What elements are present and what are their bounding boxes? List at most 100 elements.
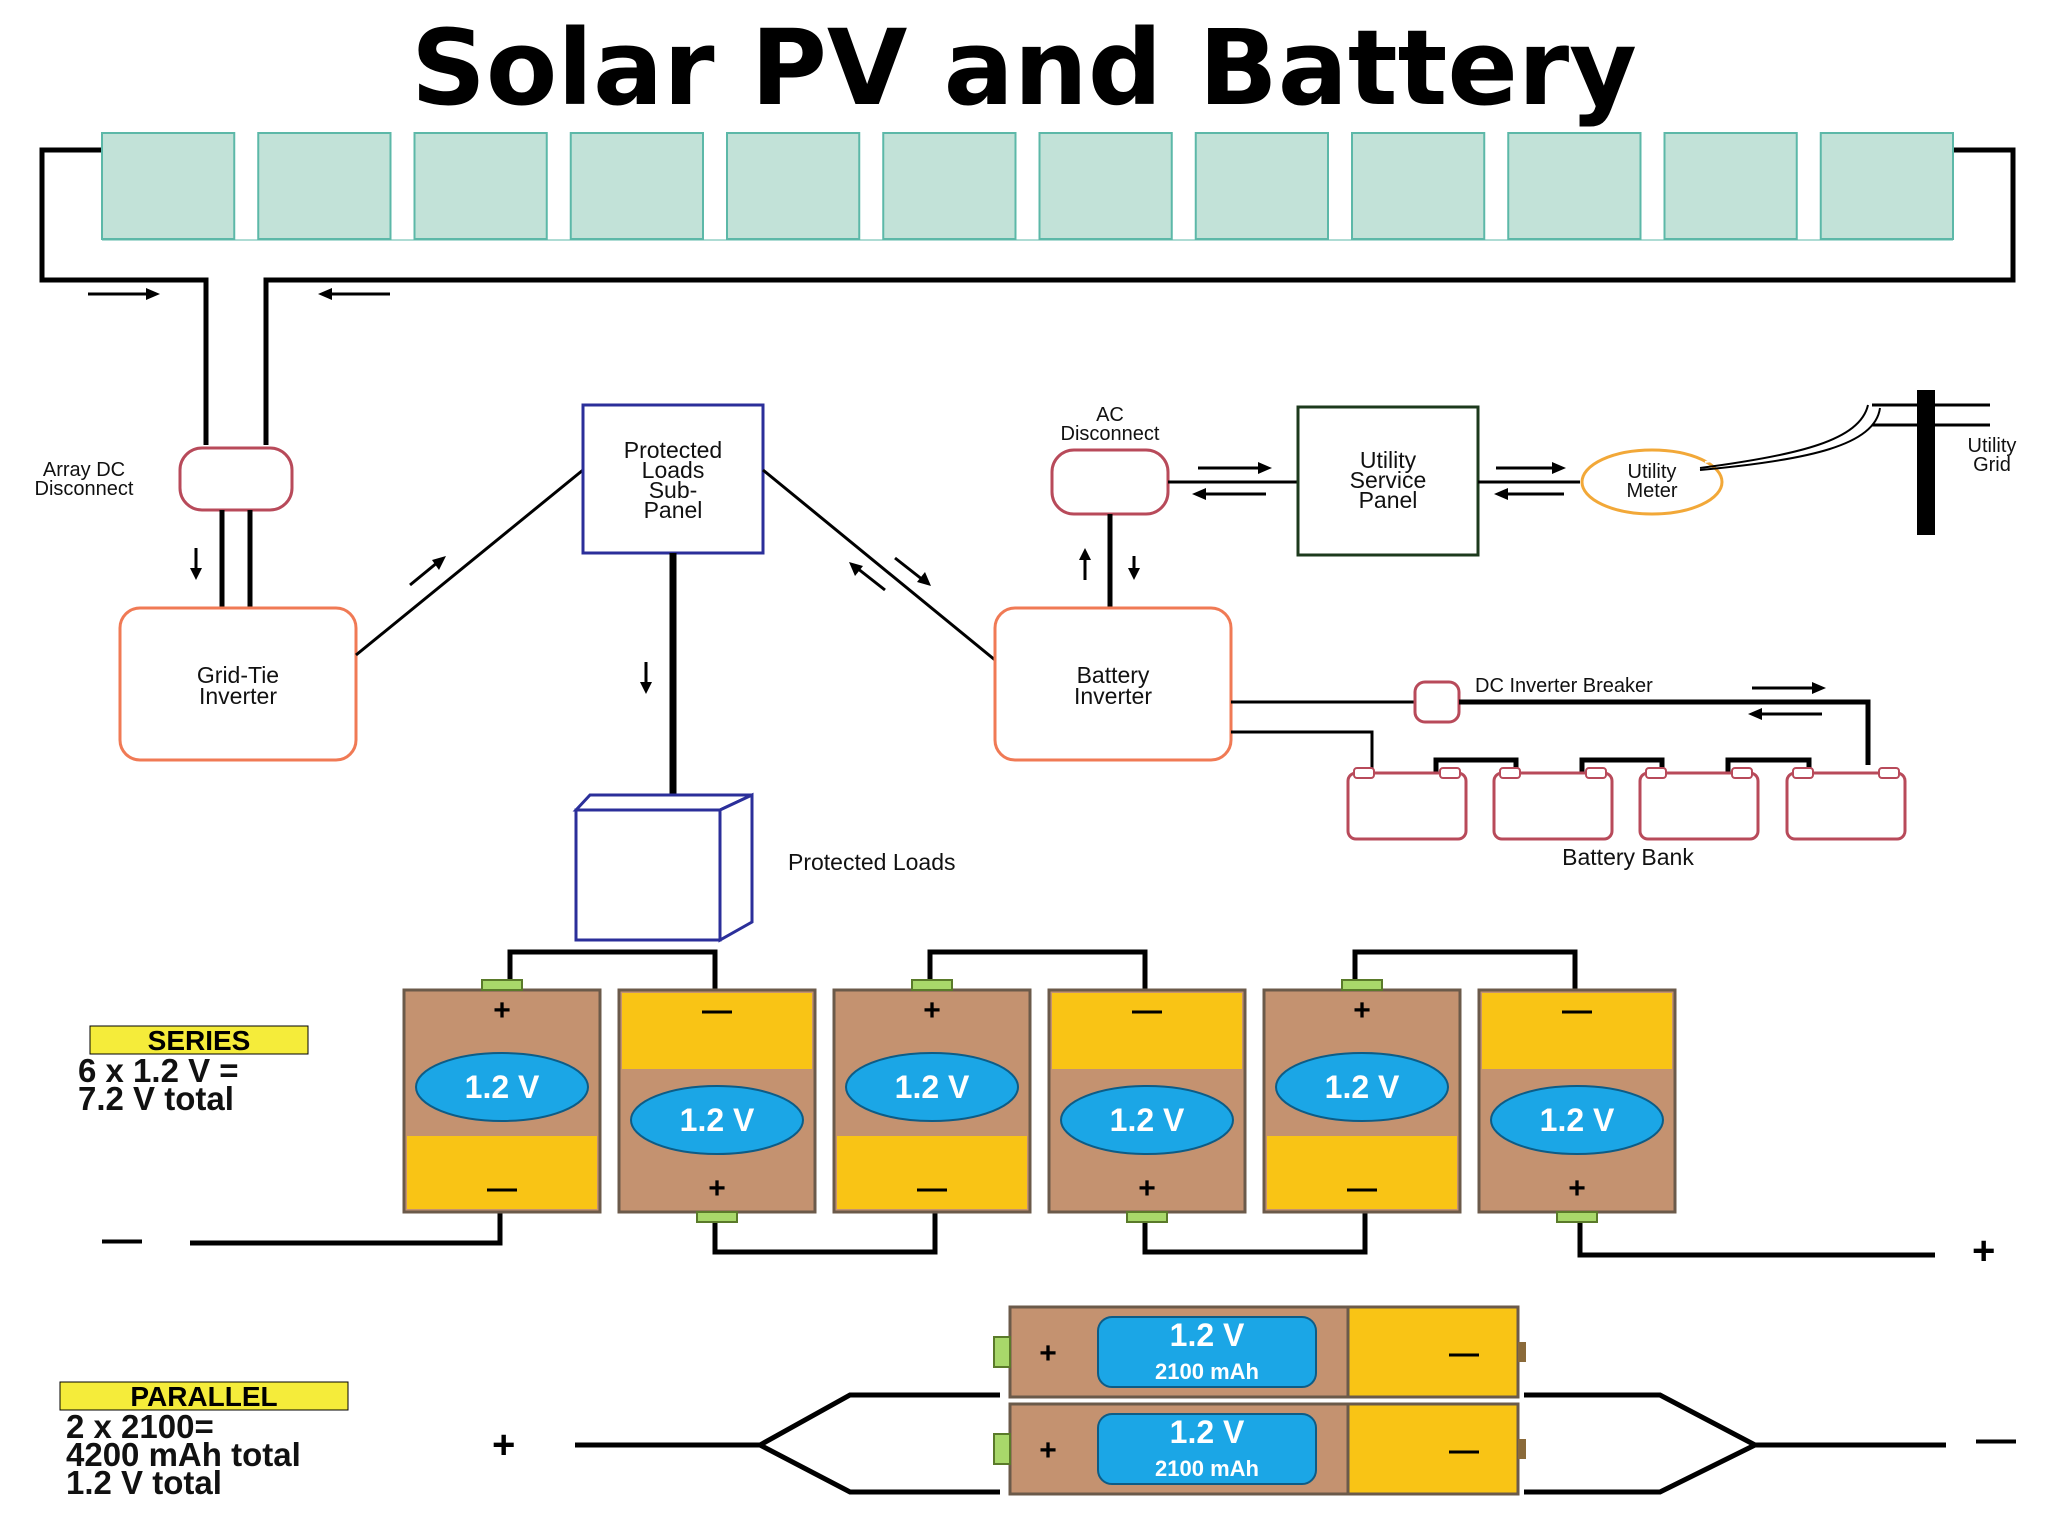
series-cells: +—1.2 V—+1.2 V+—1.2 V—+1.2 V+—1.2 V—+1.2… xyxy=(402,979,1677,1223)
series-tag: SERIES xyxy=(148,1025,251,1056)
protected-loads-sub-panel xyxy=(581,403,765,555)
series-cell: + — 1.2 V xyxy=(402,979,602,1214)
battery-bank-cell xyxy=(1492,767,1614,841)
series-wire xyxy=(712,1212,938,1255)
cell-voltage: 1.2 V xyxy=(1325,1069,1400,1105)
series-cell: + — 1.2 V xyxy=(832,979,1032,1214)
solar-array xyxy=(39,132,2016,445)
series-cell: —+1.2 V xyxy=(617,988,817,1223)
series-wire xyxy=(1142,1212,1368,1255)
svg-text:+: + xyxy=(493,994,511,1027)
battery-inverter-label: Battery xyxy=(1077,662,1150,688)
cell-voltage: 1.2 V xyxy=(1110,1102,1185,1138)
sub-panel-label: Panel xyxy=(644,497,703,523)
parallel-positive-end: + xyxy=(492,1423,515,1467)
utility-service-panel-label: Panel xyxy=(1359,487,1418,513)
solar-panel xyxy=(882,132,1017,240)
utility-service-panel-label: Utility xyxy=(1360,447,1417,473)
series-wire xyxy=(190,1212,503,1246)
solar-panel xyxy=(569,132,704,240)
flow-arrow xyxy=(1079,548,1140,580)
sub-panel-label: Sub- xyxy=(649,477,698,503)
array-dc-disconnect-label: Disconnect xyxy=(35,478,134,500)
array-dc-disconnect-label: Array DC xyxy=(43,459,125,481)
solar-panel xyxy=(101,132,236,240)
svg-text:—: — xyxy=(1562,994,1592,1027)
battery-bank-link xyxy=(1433,757,1519,773)
cell-capacity: 2100 mAh xyxy=(1155,1456,1259,1481)
series-cell: — +1.2 V xyxy=(1047,988,1247,1223)
svg-text:—: — xyxy=(1449,1434,1479,1467)
cell-voltage: 1.2 V xyxy=(1170,1414,1245,1450)
svg-text:—: — xyxy=(1347,1172,1377,1205)
svg-text:+: + xyxy=(1039,1434,1057,1467)
utility-grid-label: Utility xyxy=(1968,435,2017,457)
utility-meter-label: Utility xyxy=(1628,461,1677,483)
utility-meter-label: Meter xyxy=(1626,480,1677,502)
protected-loads-box xyxy=(572,792,754,943)
series-negative-end: — xyxy=(102,1217,142,1261)
dc-inverter-breaker xyxy=(1413,680,1461,724)
series-cell: —+1.2 V xyxy=(1477,988,1677,1223)
solar-panel xyxy=(1038,132,1173,240)
protected-loads-label: Protected Loads xyxy=(788,849,956,875)
series-cell: + — 1.2 V xyxy=(1262,979,1462,1214)
svg-text:—: — xyxy=(917,1172,947,1205)
cell-voltage: 1.2 V xyxy=(680,1102,755,1138)
parallel-tag: PARALLEL xyxy=(130,1381,277,1412)
flow-arrow xyxy=(1748,682,1826,720)
parallel-wiring xyxy=(575,1392,1946,1495)
solar-panel xyxy=(257,132,392,240)
flow-arrow xyxy=(640,662,652,694)
battery-inverter xyxy=(993,606,1233,762)
series-wiring xyxy=(190,949,1935,1258)
cell-voltage: 1.2 V xyxy=(465,1069,540,1105)
solar-panel xyxy=(1819,132,1954,240)
flow-arrow xyxy=(409,556,446,587)
series-tag-bg xyxy=(89,1025,309,1055)
parallel-total-capacity: 4200 mAh total xyxy=(66,1436,301,1473)
svg-text:+: + xyxy=(1138,1172,1156,1205)
battery-bank-label: Battery Bank xyxy=(1562,844,1694,870)
svg-text:+: + xyxy=(1039,1337,1057,1370)
battery-bank-cell xyxy=(1638,767,1760,841)
utility-service-panel xyxy=(1296,405,1480,557)
solar-panel xyxy=(726,132,861,240)
solar-panel xyxy=(1351,132,1486,240)
battery-bank-link xyxy=(1579,757,1665,773)
svg-text:+: + xyxy=(923,994,941,1027)
series-positive-end: + xyxy=(1972,1229,1995,1273)
battery-inverter-label: Inverter xyxy=(1074,683,1152,709)
parallel-negative-end: — xyxy=(1976,1417,2016,1461)
grid-tie-inverter-label: Grid-Tie xyxy=(197,662,279,688)
cell-voltage: 1.2 V xyxy=(895,1069,970,1105)
battery-bank xyxy=(1346,757,1907,841)
parallel-cell: + — 1.2 V 2100 mAh xyxy=(993,1402,1526,1496)
page-title: Solar PV and Battery xyxy=(411,7,1637,129)
parallel-tag-bg xyxy=(59,1381,349,1411)
utility-meter xyxy=(1580,448,1724,516)
flow-arrow xyxy=(1192,462,1272,500)
dc-inverter-breaker-label: DC Inverter Breaker xyxy=(1475,675,1653,697)
svg-text:—: — xyxy=(487,1172,517,1205)
parallel-total-voltage: 1.2 V total xyxy=(66,1464,222,1501)
ac-disconnect xyxy=(1050,448,1170,516)
utility-grid-label: Grid xyxy=(1973,454,2011,476)
sub-panel-label: Loads xyxy=(642,457,705,483)
svg-text:—: — xyxy=(702,994,732,1027)
parallel-formula: 2 x 2100= xyxy=(66,1408,214,1445)
cell-voltage: 1.2 V xyxy=(1540,1102,1615,1138)
cell-capacity: 2100 mAh xyxy=(1155,1359,1259,1384)
svg-text:+: + xyxy=(1353,994,1371,1027)
svg-text:—: — xyxy=(1132,994,1162,1027)
flow-arrow xyxy=(1494,462,1566,500)
solar-panel xyxy=(1663,132,1798,240)
utility-service-panel-label: Service xyxy=(1350,467,1427,493)
battery-bank-link xyxy=(1725,757,1812,773)
series-wire xyxy=(507,949,718,990)
series-wire xyxy=(927,949,1148,990)
flow-arrow xyxy=(190,548,202,580)
cell-voltage: 1.2 V xyxy=(1170,1317,1245,1353)
